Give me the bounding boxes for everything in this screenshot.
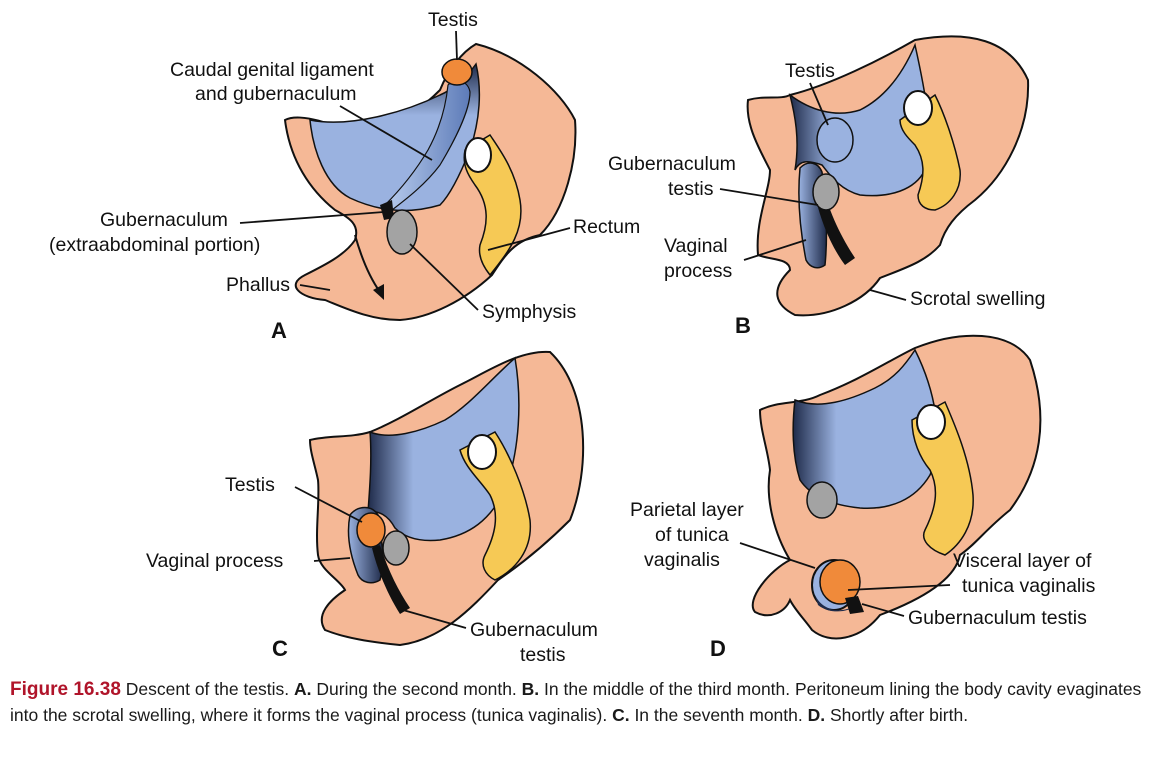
label-d-parietal-1: Parietal layer bbox=[630, 499, 744, 521]
panel-a: Testis Caudal genital ligament and guber… bbox=[49, 9, 640, 343]
rectum-lumen-a bbox=[464, 137, 492, 173]
label-a-testis: Testis bbox=[428, 9, 478, 31]
label-b-scrotal: Scrotal swelling bbox=[910, 288, 1045, 310]
rectum-lumen-c bbox=[467, 434, 497, 470]
label-d-visceral-1: Visceral layer of bbox=[953, 550, 1092, 572]
abdominal-cavity-d bbox=[792, 348, 938, 509]
figure-number: Figure 16.38 bbox=[10, 679, 121, 700]
rectum-lumen-d bbox=[916, 404, 946, 440]
gubernaculum-fibers-a bbox=[380, 200, 394, 220]
panel-letter-d: D bbox=[710, 636, 726, 661]
symphysis-c bbox=[382, 530, 410, 566]
panel-letter-c: C bbox=[272, 636, 288, 661]
label-c-gub-1: Gubernaculum bbox=[470, 619, 598, 641]
label-d-parietal-3: vaginalis bbox=[644, 549, 720, 571]
label-a-gub-2: (extraabdominal portion) bbox=[49, 234, 260, 256]
caption-text-d: Shortly after birth. bbox=[825, 705, 969, 726]
gubernaculum-d bbox=[845, 596, 864, 614]
symphysis-a bbox=[386, 209, 418, 255]
label-c-gub-2: testis bbox=[520, 644, 566, 662]
caption-text-b: In the middle of the third month. Perito… bbox=[10, 679, 1142, 726]
label-d-gub: Gubernaculum testis bbox=[908, 607, 1087, 629]
caption-text-a: During the second month. bbox=[311, 679, 522, 699]
symphysis-b bbox=[812, 173, 840, 211]
panel-letter-b: B bbox=[735, 313, 751, 338]
label-c-testis: Testis bbox=[225, 474, 275, 496]
caption-key-a: A. bbox=[294, 679, 312, 699]
symphysis-d bbox=[806, 481, 838, 519]
tunica-shadow-d bbox=[815, 595, 856, 612]
label-a-rectum: Rectum bbox=[573, 216, 640, 238]
label-d-visceral-2: tunica vaginalis bbox=[962, 575, 1096, 597]
label-b-testis: Testis bbox=[785, 60, 835, 82]
label-d-parietal-2: of tunica bbox=[655, 524, 729, 546]
caption-text-c: In the seventh month. bbox=[629, 705, 808, 726]
descent-arrowhead bbox=[373, 284, 384, 300]
label-b-vaginal-1: Vaginal bbox=[664, 235, 728, 257]
descent-of-testis-diagram: Testis Caudal genital ligament and guber… bbox=[49, 9, 1096, 662]
panel-d: Parietal layer of tunica vaginalis Visce… bbox=[630, 334, 1096, 661]
label-a-caudal-2: and gubernaculum bbox=[195, 83, 357, 105]
testis-d bbox=[819, 559, 861, 605]
label-b-vaginal-2: process bbox=[664, 260, 733, 282]
label-a-symphysis: Symphysis bbox=[482, 301, 577, 323]
label-a-phallus: Phallus bbox=[226, 274, 290, 296]
figure-caption: Figure 16.38 Descent of the testis. A. D… bbox=[10, 676, 1145, 728]
panel-letter-a: A bbox=[271, 318, 287, 343]
rectum-lumen-b bbox=[903, 90, 933, 126]
label-b-gub-2: testis bbox=[668, 178, 714, 200]
gubernaculum-c bbox=[372, 545, 410, 614]
caption-intro: Descent of the testis. bbox=[120, 679, 295, 699]
testis-b bbox=[816, 117, 854, 163]
label-a-gub-1: Gubernaculum bbox=[100, 209, 228, 231]
rectum-d bbox=[911, 400, 974, 556]
testis-a bbox=[441, 58, 473, 86]
label-a-caudal-1: Caudal genital ligament bbox=[170, 59, 374, 81]
caption-key-d: D. bbox=[807, 705, 826, 726]
gubernaculum-cord-a bbox=[384, 80, 471, 211]
label-b-gub-1: Gubernaculum bbox=[608, 153, 736, 175]
label-c-vaginal: Vaginal process bbox=[146, 550, 284, 572]
panel-b: Testis Gubernaculum testis Vaginal proce… bbox=[608, 35, 1045, 338]
panel-c: Testis Vaginal process Gubernaculum test… bbox=[146, 350, 598, 662]
caption-key-c: C. bbox=[612, 705, 630, 726]
testis-c bbox=[356, 512, 386, 548]
caption-key-b: B. bbox=[521, 679, 540, 699]
